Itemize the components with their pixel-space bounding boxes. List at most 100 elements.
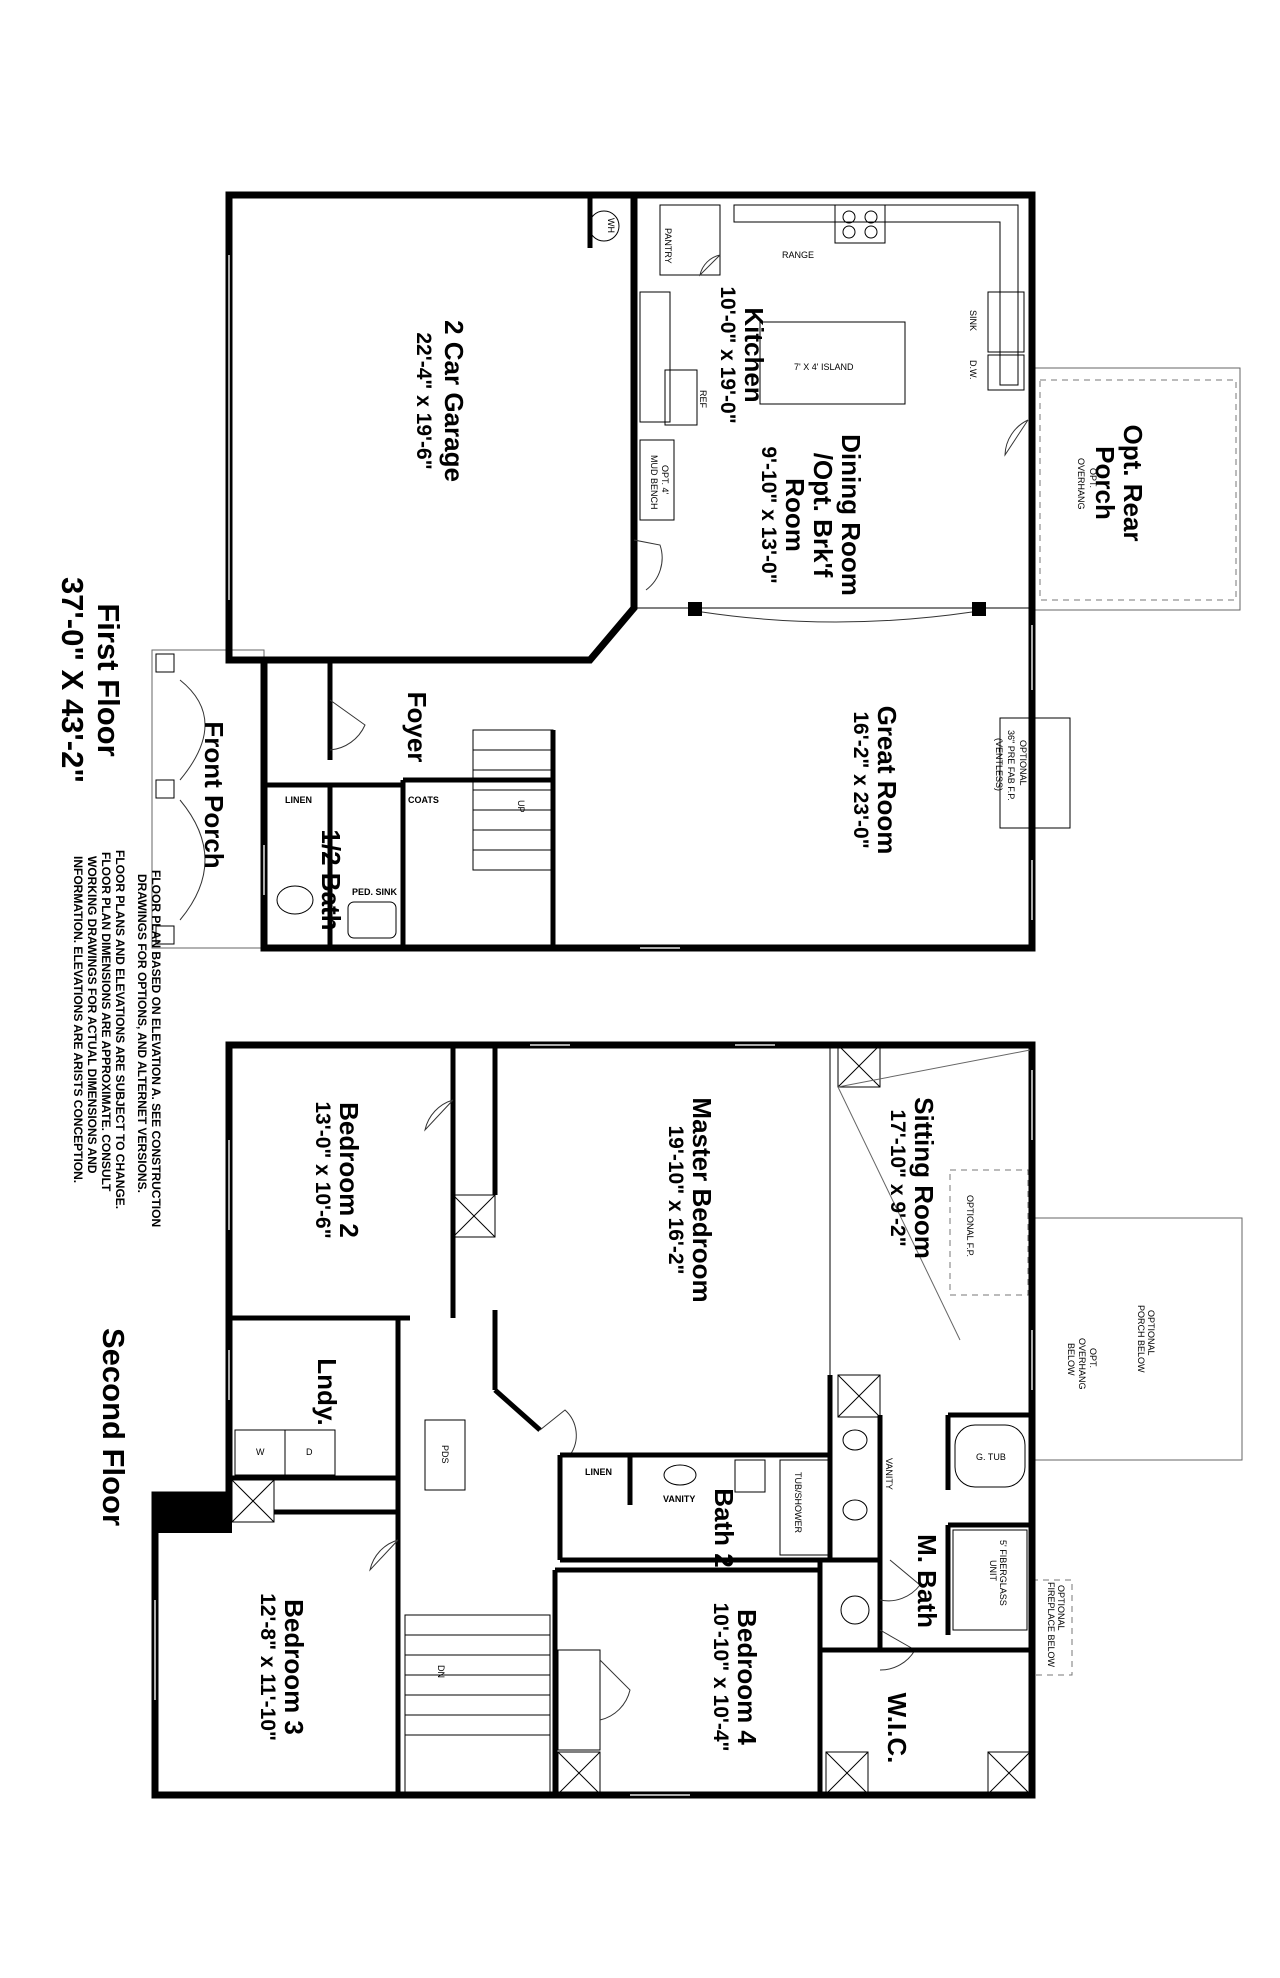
half-bath-label: 1/2 Bath [316,829,346,930]
note-line-5: WORKING DRAWINGS FOR ACTUAL DIMENSIONS A… [85,856,99,1174]
bedroom2-name: Bedroom 2 [334,1102,364,1238]
wic-name: W.I.C. [882,1693,912,1764]
optional-fp-2f [949,1169,1029,1296]
linen-label-1f: LINEN [285,795,312,805]
note-line-6: INFORMATION. ELEVATIONS ARE ARISTS CONCE… [71,856,85,1183]
sitting-room-label: Sitting Room 17'-10" x 9'-2" [886,1097,939,1259]
dn-label: DN [436,1665,446,1678]
range [834,204,886,244]
fiberglass-label-1: 5' FIBERGLASS [998,1540,1008,1606]
sitting-room-name: Sitting Room [909,1097,939,1259]
kitchen-label: Kitchen 10'-0" x 19'-0" [716,286,769,423]
master-bath-name: M. Bath [912,1534,942,1628]
dw-label: D.W. [968,360,978,380]
ped-sink [347,901,397,939]
plan-notes: FLOOR PLAN BASED ON ELEVATION A. SEE CON… [71,850,163,1227]
dining-label: Dining Room /Opt. Brk'f Room 9'-10" x 13… [757,434,866,596]
rear-porch-name-2: Porch [1090,446,1120,520]
half-bath-name: 1/2 Bath [316,829,346,930]
laundry-name: Lndy. [312,1358,342,1425]
mbath-toilet [840,1595,870,1625]
pantry-label: PANTRY [663,228,673,264]
fp-label-2: 36" PRE FAB F.P. [1006,730,1016,801]
ped-sink-label: PED. SINK [352,887,398,897]
garage-label: 2 Car Garage 22'-4" x 19'-6" [412,320,469,482]
linen-label-2f: LINEN [585,1467,612,1477]
first-floor-plan: 2 Car Garage 22'-4" x 19'-6" Kitchen 10'… [55,191,1241,952]
second-floor-title: Second Floor [96,1328,131,1526]
garage-wall [225,191,638,664]
master-bath-label: M. Bath [912,1534,942,1628]
note-line-2: DRAWINGS FOR OPTIONS, AND ALTERNET VERSI… [135,874,149,1193]
dining-name-1: Dining Room [836,434,866,596]
tub-shower-label: TUB/SHOWER [793,1472,803,1534]
coats-label: COATS [408,795,439,805]
great-room-label: Great Room 16'-2" x 23'-0" [849,706,902,855]
overhang-2f-2: OVERHANG [1077,1338,1087,1390]
bedroom3-label: Bedroom 3 12'-8" x 11'-10" [256,1593,309,1741]
opt-fp-label: OPTIONAL F.P. [965,1195,975,1257]
wic-label: W.I.C. [882,1693,912,1764]
gtub-label: G. TUB [976,1452,1006,1462]
sink [987,291,1025,353]
rear-overhang-1: OPT. [1088,468,1098,488]
note-line-1: FLOOR PLAN BASED ON ELEVATION A. SEE CON… [149,870,163,1227]
first-floor-title: First Floor 37'-0" X 43'-2" [55,577,126,783]
front-porch-label: Front Porch [199,721,229,868]
overhang-2f-3: BELOW [1066,1343,1076,1376]
second-floor-title-text: Second Floor [96,1328,131,1526]
bedroom3-name: Bedroom 3 [279,1599,309,1735]
foyer-label: Foyer [402,692,432,763]
foyer-name: Foyer [402,692,432,763]
bedroom4-label: Bedroom 4 10'-10" x 10'-4" [709,1603,762,1752]
dining-name-2: /Opt. Brk'f [808,453,838,578]
bath2-name: Bath 2 [709,1488,739,1567]
mvanity-label: VANITY [884,1458,894,1490]
great-room-dim: 16'-2" x 23'-0" [849,711,872,848]
bedroom4-name: Bedroom 4 [732,1609,762,1745]
fp-label-1: OPTIONAL [1018,740,1028,786]
bedroom3-dim: 12'-8" x 11'-10" [256,1593,279,1741]
kitchen-island [759,321,906,405]
dining-name-3: Room [780,478,810,552]
kitchen-counter [733,204,1019,386]
mud-label-2: MUD BENCH [649,455,659,510]
overhang-2f-1: OPT. [1088,1348,1098,1368]
wh-label: WH [606,218,616,233]
garage-dim: 22'-4" x 19'-6" [412,332,435,469]
ref-cabinets [639,291,671,423]
first-floor-dimensions: 37'-0" X 43'-2" [55,577,90,783]
washer-label: W [256,1447,265,1457]
master-bedroom-name: Master Bedroom [687,1097,717,1302]
laundry-label: Lndy. [312,1358,342,1425]
porch-below-1: OPTIONAL [1146,1310,1156,1356]
garage-name: 2 Car Garage [439,320,469,482]
fireplace [999,717,1071,829]
bedroom2-dim: 13'-0" x 10'-6" [311,1101,334,1238]
fp-label-3: (VENTLESS) [994,738,1004,791]
stairs-down [404,1614,551,1796]
tub [779,1459,829,1556]
fiberglass-label-2: UNIT [988,1560,998,1581]
chimney [152,1495,232,1533]
fp-below-2: FIREPLACE BELOW [1046,1582,1056,1668]
rear-overhang-2: OVERHANG [1076,458,1086,510]
master-bedroom-label: Master Bedroom 19'-10" x 16'-2" [664,1097,717,1302]
rear-porch-label: Opt. Rear Porch [1090,424,1148,541]
toilet [276,885,314,915]
column [688,602,702,616]
first-floor-title-text: First Floor [91,603,126,756]
bed4-closet [557,1649,601,1751]
master-bedroom-dim: 19'-10" x 16'-2" [664,1126,687,1275]
bath2-label: Bath 2 [709,1488,739,1567]
kitchen-dim: 10'-0" x 19'-0" [716,286,739,423]
dryer [284,1429,336,1476]
column [972,602,986,616]
dryer-label: D [306,1447,313,1457]
up-label: UP [516,800,526,813]
rear-porch-name-1: Opt. Rear [1118,424,1148,541]
kitchen-name: Kitchen [739,307,769,402]
second-floor-plan: Bedroom 2 13'-0" x 10'-6" Master Bedroom… [96,1041,1243,1799]
vanity-label: VANITY [663,1494,695,1504]
